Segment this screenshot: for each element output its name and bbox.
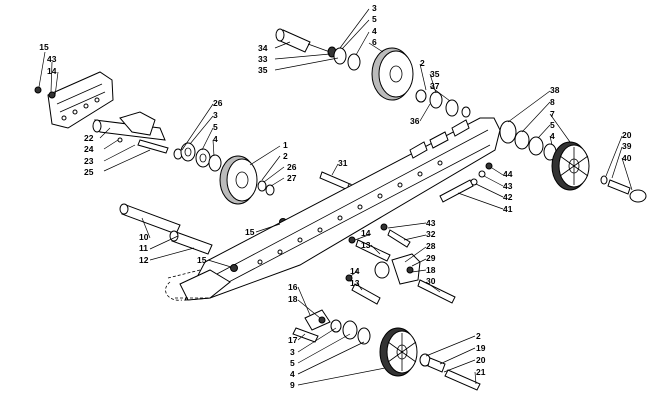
callout-label: 26	[213, 98, 223, 108]
callout-label: 36	[410, 116, 420, 126]
callout-label: 15	[245, 227, 255, 237]
callout-label: 42	[503, 192, 513, 202]
callout-label: 12	[139, 255, 149, 265]
callout-label: 26	[287, 162, 297, 172]
callout-label: 3	[213, 110, 218, 120]
lower-wheel-assembly	[292, 309, 481, 391]
callout-label: 18	[288, 294, 298, 304]
callout-label: 3	[290, 347, 295, 357]
callout-label: 8	[550, 97, 555, 107]
callout-label: 39	[622, 141, 632, 151]
callout-label: 14	[361, 228, 371, 238]
bolt-group-41	[439, 162, 493, 203]
callout-label: 2	[476, 331, 481, 341]
callout-label: 4	[213, 134, 218, 144]
callout-label: 43	[426, 218, 436, 228]
callout-label: 28	[426, 241, 436, 251]
rear-wheel-assembly	[499, 120, 647, 203]
callout-label: 43	[47, 54, 57, 64]
callout-label: 44	[503, 169, 513, 179]
callout-label: 1	[283, 140, 288, 150]
callout-label: 40	[622, 153, 632, 163]
callout-label: 10	[139, 232, 149, 242]
callout-label: 37	[430, 81, 440, 91]
callout-label: 5	[372, 14, 377, 24]
callout-label: 7	[550, 109, 555, 119]
callout-label: 9	[290, 380, 295, 390]
callout-label: 14	[350, 266, 360, 276]
callout-label: 25	[84, 167, 94, 177]
callout-label: 21	[476, 367, 486, 377]
callout-label: 5	[550, 120, 555, 130]
callout-label: 4	[372, 26, 377, 36]
slide-rail	[165, 117, 501, 301]
callout-label: 24	[84, 144, 94, 154]
callout-label: 2	[283, 151, 288, 161]
callout-label: 34	[258, 43, 268, 53]
idler-wheel-1	[219, 155, 275, 205]
callout-label: 29	[426, 253, 436, 263]
callout-label: 16	[288, 282, 298, 292]
callout-label: 30	[426, 276, 436, 286]
upper-bearing-stack	[173, 142, 222, 172]
callout-label: 19	[476, 343, 486, 353]
callout-label: 17	[288, 335, 298, 345]
callout-label: 6	[372, 37, 377, 47]
callout-label: 20	[622, 130, 632, 140]
idler-arm	[92, 111, 169, 154]
callout-label: 35	[258, 65, 268, 75]
callout-label: 4	[550, 131, 555, 141]
callout-label: 22	[84, 133, 94, 143]
callout-label: 33	[258, 54, 268, 64]
callout-label: 5	[213, 122, 218, 132]
callout-label: 11	[139, 243, 148, 253]
top-wheel-assembly	[275, 28, 471, 118]
callout-label: 20	[476, 355, 486, 365]
leader-lines	[38, 8, 633, 386]
callout-label: 14	[47, 66, 57, 76]
callout-label: 38	[550, 85, 560, 95]
callout-label: 41	[503, 204, 513, 214]
callout-label: 3	[372, 3, 377, 13]
callout-label: 35	[430, 69, 440, 79]
callout-label: 31	[338, 158, 348, 168]
callout-label: 18	[426, 265, 436, 275]
callout-label: 5	[290, 358, 295, 368]
callout-label: 15	[197, 255, 207, 265]
callout-label: 15	[39, 42, 49, 52]
callout-label: 32	[426, 229, 436, 239]
callout-label: 13	[350, 278, 360, 288]
callout-label: 4	[290, 369, 295, 379]
callout-label: 43	[503, 181, 513, 191]
callout-labels: 15 43 14 22 24 23 25 26 3 5 4 1 2 26 27 …	[39, 3, 631, 390]
upper-left-bracket	[34, 71, 114, 129]
center-bolts	[345, 223, 456, 305]
callout-label: 23	[84, 156, 94, 166]
callout-label: 13	[361, 240, 371, 250]
callout-label: 27	[287, 173, 297, 183]
callout-label: 2	[420, 58, 425, 68]
